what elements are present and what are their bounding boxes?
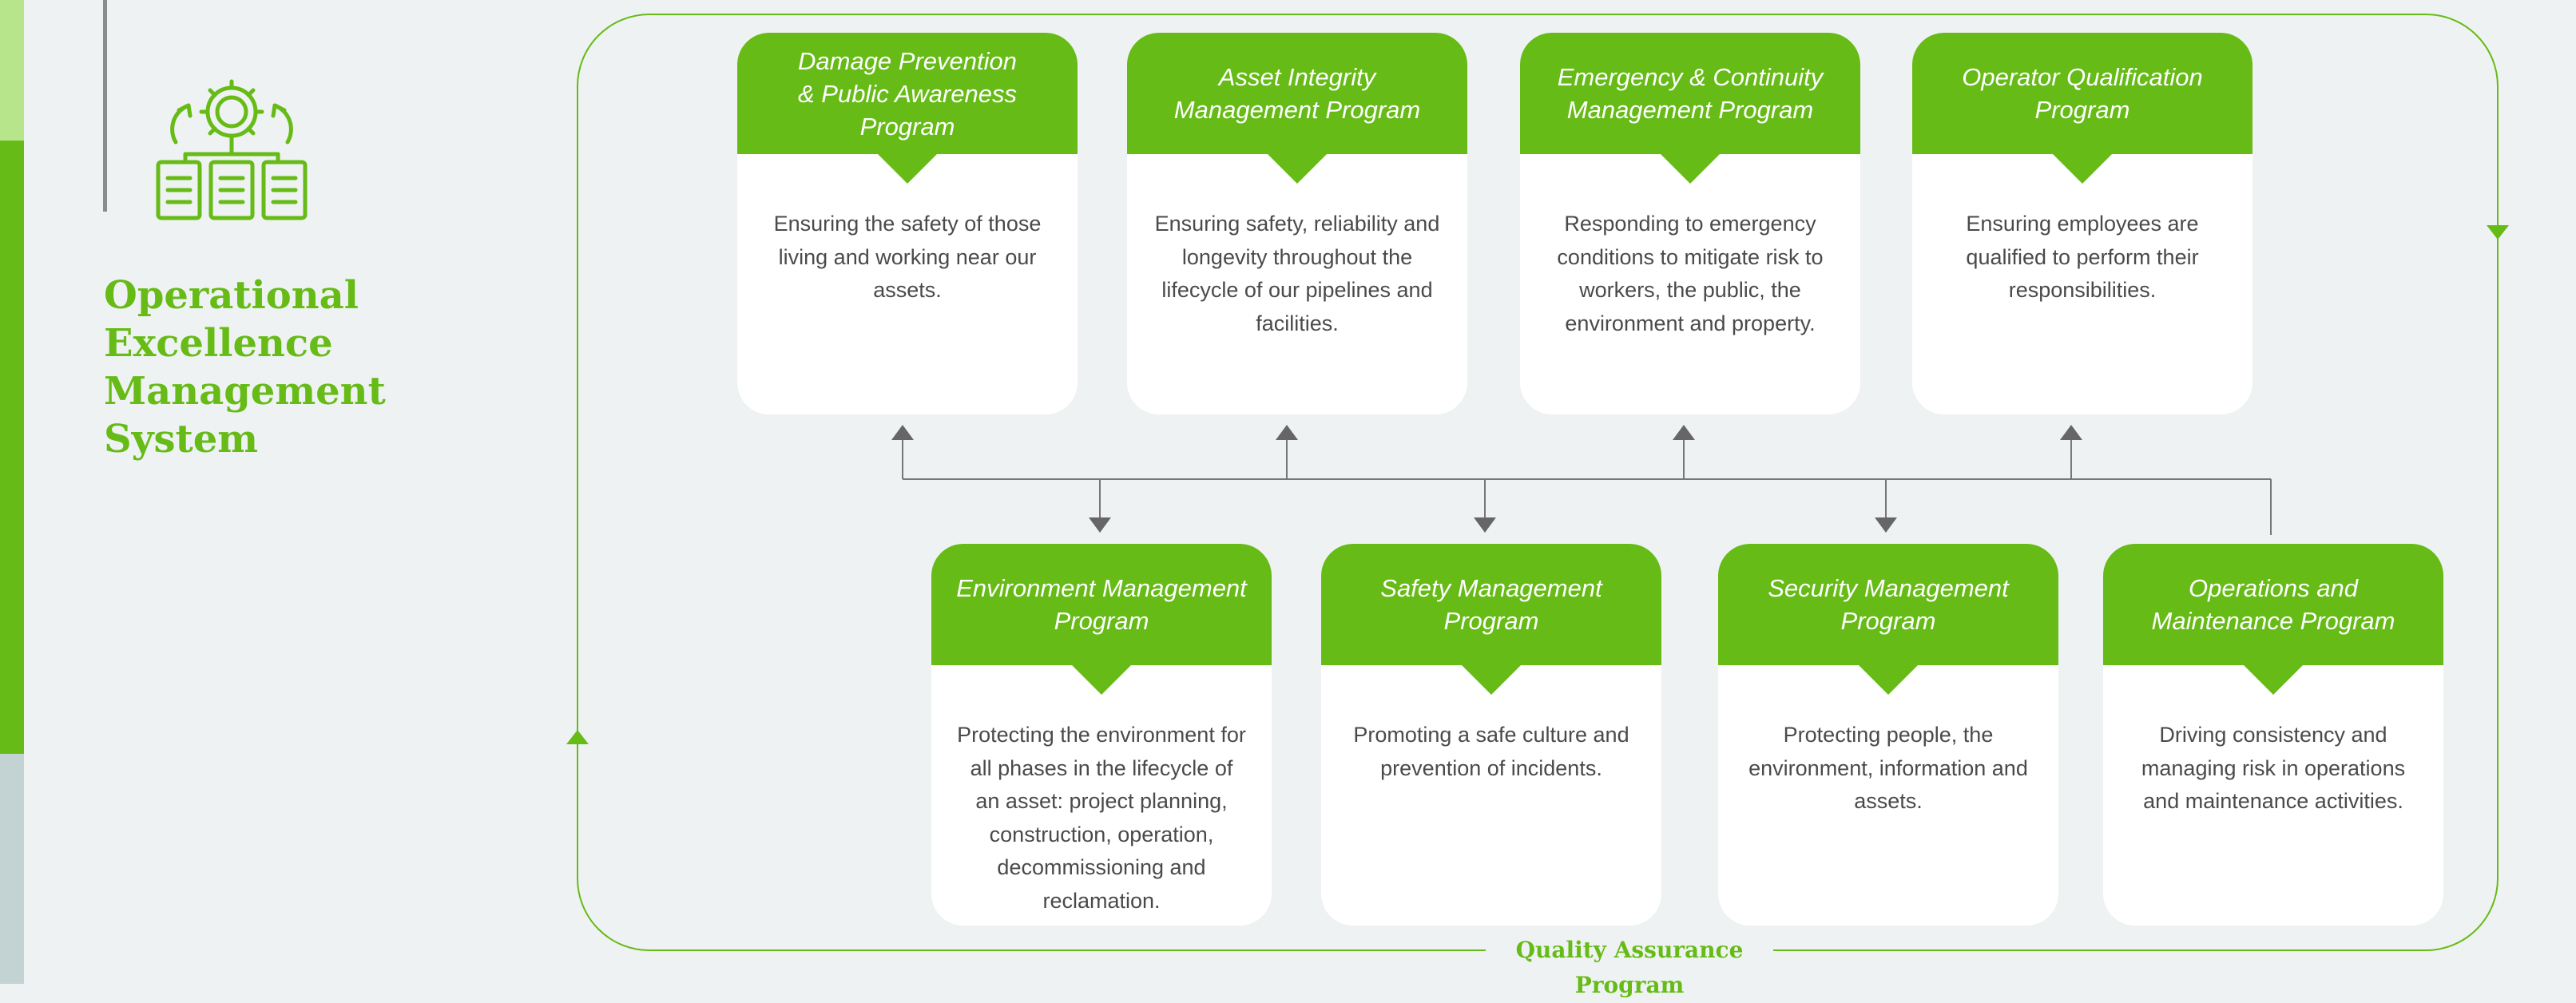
program-card-header: Damage Prevention & Public Awareness Pro…	[737, 33, 1078, 184]
program-description: Promoting a safe culture and prevention …	[1353, 723, 1629, 780]
program-title-line: Program	[1840, 607, 1936, 635]
loop-arrow-up	[566, 730, 589, 744]
header-pointer	[1462, 665, 1521, 695]
header-pointer	[2244, 665, 2303, 695]
title-line: System	[104, 417, 259, 462]
divider-line	[103, 0, 107, 212]
program-card-environment-management: Environment Management Program Protectin…	[931, 544, 1272, 926]
program-description: Protecting people, the environment, info…	[1748, 723, 2028, 813]
program-card-operator-qualification: Operator Qualification Program Ensuring …	[1912, 33, 2253, 414]
program-card-header: Emergency & Continuity Management Progra…	[1520, 33, 1860, 184]
program-title-line: Environment Management	[956, 574, 1247, 602]
program-title-line: Safety Management	[1380, 574, 1602, 602]
quality-assurance-label: Quality Assurance Program	[1486, 933, 1773, 998]
program-title-line: Program	[859, 112, 955, 141]
title-line: Operational	[104, 273, 359, 318]
gear-with-cycle-arrows-and-servers-icon	[156, 79, 308, 220]
title-line: Excellence	[104, 321, 333, 366]
program-card-emergency-continuity: Emergency & Continuity Management Progra…	[1520, 33, 1860, 414]
connector-arrows	[891, 425, 2082, 533]
program-title-line: Management Program	[1173, 96, 1421, 124]
program-title-line: Operations and	[2189, 574, 2358, 602]
header-pointer	[2053, 154, 2112, 184]
program-card-safety-management: Safety Management Program Promoting a sa…	[1321, 544, 1661, 926]
program-card-header: Operations and Maintenance Program	[2103, 544, 2443, 695]
program-description: Driving consistency and managing risk in…	[2141, 723, 2406, 813]
program-card-header: Safety Management Program	[1321, 544, 1661, 695]
program-title-line: & Public Awareness	[798, 79, 1017, 108]
title-line: Management	[104, 369, 386, 414]
program-description: Ensuring safety, reliability and longevi…	[1154, 212, 1440, 335]
program-card-header: Environment Management Program	[931, 544, 1272, 695]
side-accent	[0, 141, 24, 754]
header-pointer	[1268, 154, 1327, 184]
program-card-damage-prevention: Damage Prevention & Public Awareness Pro…	[737, 33, 1078, 414]
header-pointer	[1661, 154, 1720, 184]
program-card-header: Operator Qualification Program	[1912, 33, 2253, 184]
side-accent-light	[0, 0, 24, 141]
program-description: Ensuring employees are qualified to perf…	[1966, 212, 2199, 302]
program-card-header: Asset Integrity Management Program	[1127, 33, 1467, 184]
side-accent-grey	[0, 754, 24, 984]
program-title-line: Management Program	[1566, 96, 1814, 124]
program-title-line: Operator Qualification	[1962, 63, 2203, 91]
program-card-header: Security Management Program	[1718, 544, 2058, 695]
program-card-security-management: Security Management Program Protecting p…	[1718, 544, 2058, 926]
program-title-line: Asset Integrity	[1218, 63, 1376, 91]
program-title-line: Damage Prevention	[798, 46, 1017, 75]
connector-lines	[902, 439, 2272, 535]
program-description: Protecting the environment for all phase…	[957, 723, 1246, 913]
header-pointer	[878, 154, 937, 184]
program-description: Ensuring the safety of those living and …	[773, 212, 1042, 302]
program-title-line: Program	[2034, 96, 2130, 124]
program-title-line: Security Management	[1768, 574, 2009, 602]
program-title-line: Emergency & Continuity	[1557, 63, 1824, 91]
program-title-line: Program	[1054, 607, 1149, 635]
loop-arrow-down	[2487, 225, 2509, 240]
program-description: Responding to emergency conditions to mi…	[1557, 212, 1824, 335]
header-pointer	[1859, 665, 1918, 695]
program-card-asset-integrity: Asset Integrity Management Program Ensur…	[1127, 33, 1467, 414]
program-title-line: Maintenance Program	[2151, 607, 2395, 635]
program-title-line: Program	[1443, 607, 1539, 635]
page-title: Operational Excellence Management System	[104, 272, 386, 463]
program-card-operations-maintenance: Operations and Maintenance Program Drivi…	[2103, 544, 2443, 926]
header-pointer	[1072, 665, 1131, 695]
